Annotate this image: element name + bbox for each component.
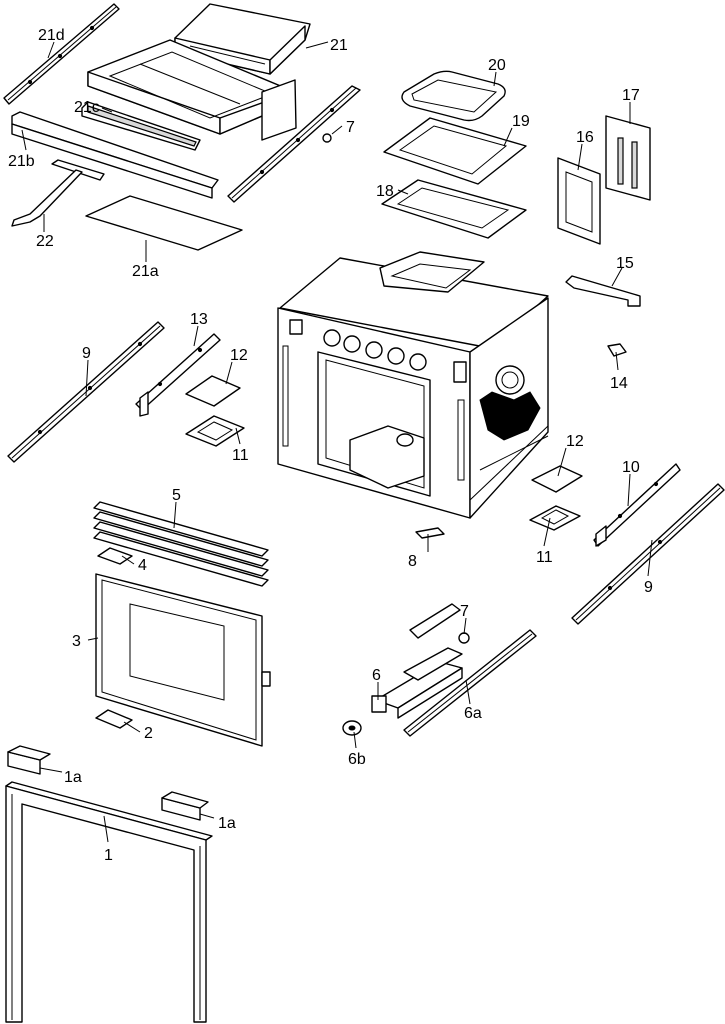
part-21c-gasket [81, 101, 201, 151]
part-12-plate-left [185, 375, 241, 407]
part-20-gasket-ring [401, 70, 506, 122]
part-11-gasket-right [529, 505, 581, 531]
callout-15: 15 [616, 255, 634, 272]
part-7-washer-top [322, 133, 332, 143]
callout-21c: 21c [74, 99, 100, 116]
part-14-clip [607, 343, 627, 357]
callout-7-top: 7 [346, 119, 355, 136]
callout-1a-right: 1a [218, 815, 236, 832]
part-8-clip [415, 527, 445, 539]
callout-1: 1 [104, 847, 113, 864]
callout-11-right: 11 [536, 549, 553, 566]
callout-6b: 6b [348, 751, 366, 768]
part-21-right-rail [227, 85, 361, 203]
callout-3: 3 [72, 633, 81, 650]
callout-21: 21 [330, 37, 348, 54]
callout-18: 18 [376, 183, 394, 200]
leader-lines [21, 41, 653, 843]
part-1a-bracket-left [7, 745, 51, 775]
part-21b-front-trim [11, 111, 219, 199]
part-1a-bracket-right [161, 791, 209, 821]
callout-21b: 21b [8, 153, 35, 170]
callout-12-left: 12 [230, 347, 248, 364]
part-21a-sheet [85, 195, 243, 251]
callout-19: 19 [512, 113, 530, 130]
callout-2: 2 [144, 725, 153, 742]
callout-6: 6 [372, 667, 381, 684]
part-21-frame-tray [87, 39, 297, 141]
callout-1a-left: 1a [64, 769, 82, 786]
callout-17: 17 [622, 87, 640, 104]
callout-5: 5 [172, 487, 181, 504]
part-22-bracket [11, 159, 105, 227]
callout-14: 14 [610, 375, 628, 392]
part-2-hinge-bracket [95, 709, 133, 729]
part-16-side-plate [557, 157, 601, 245]
part-17-slotted-plate [605, 115, 651, 201]
part-5-trim-strips [93, 501, 269, 587]
callout-10: 10 [622, 459, 640, 476]
part-1-frame [5, 781, 213, 1023]
part-3-oven-door [95, 573, 271, 747]
callout-7-bottom: 7 [460, 603, 469, 620]
callout-4: 4 [138, 557, 147, 574]
callout-9-right: 9 [644, 579, 653, 596]
part-15-bracket-strip [565, 275, 641, 307]
part-21d-slide-rail [3, 3, 120, 105]
callout-21d: 21d [38, 27, 65, 44]
callout-21a: 21a [132, 263, 159, 280]
part-19-frame-plate [383, 117, 527, 185]
part-control-module [409, 603, 461, 639]
part-6-drawer-slide [371, 647, 463, 719]
part-12-plate-right [531, 465, 583, 493]
callout-6a: 6a [464, 705, 482, 722]
part-6a-slide-rail [403, 629, 537, 737]
part-9-slide-rail-right [571, 483, 725, 625]
part-7-washer-bottom [458, 632, 470, 644]
callout-20: 20 [488, 57, 506, 74]
callout-13: 13 [190, 311, 208, 328]
callout-16: 16 [576, 129, 594, 146]
callout-22: 22 [36, 233, 54, 250]
callout-11-left: 11 [232, 447, 249, 464]
part-11-gasket-left [185, 415, 245, 447]
part-13-bracket-rail [135, 333, 221, 417]
callout-12-right: 12 [566, 433, 584, 450]
part-10-bracket-rail [593, 463, 681, 547]
part-4-hinge-bracket [97, 547, 133, 565]
main-oven-chassis [277, 251, 549, 519]
callout-8: 8 [408, 553, 417, 570]
part-6b-wheel [342, 720, 362, 736]
callout-9-left: 9 [82, 345, 91, 362]
part-18-gasket-plate [381, 179, 527, 239]
